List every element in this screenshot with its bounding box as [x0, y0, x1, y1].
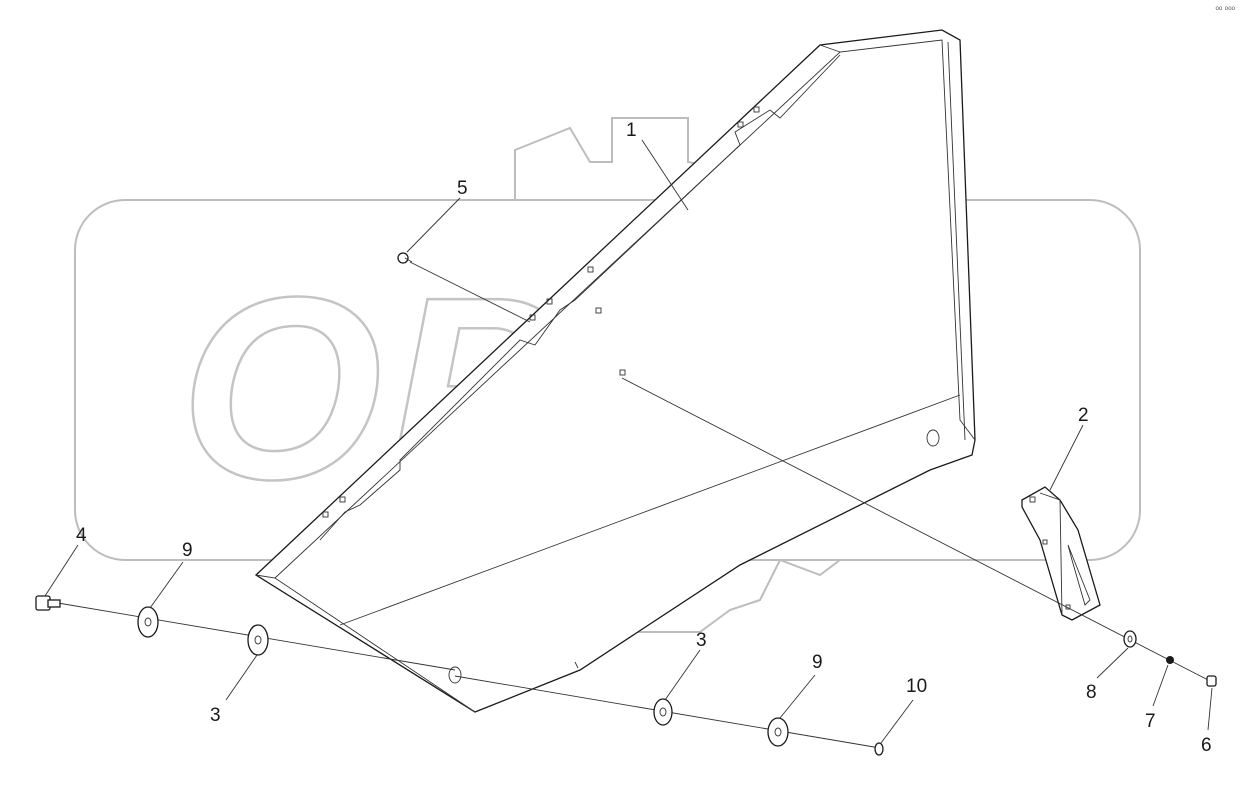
washer [247, 624, 269, 656]
callout-10: 10 [906, 676, 927, 697]
leader-5 [406, 197, 461, 253]
slot [737, 121, 744, 128]
nut [1206, 675, 1217, 687]
panel-fold-line [339, 394, 961, 626]
leader-9a [149, 561, 184, 609]
bracket-edge [1039, 492, 1063, 616]
panel-hole [926, 429, 940, 447]
callout-1: 1 [626, 120, 637, 141]
leader-lines [44, 139, 1213, 744]
part-1-panel [254, 29, 976, 713]
axis-lines [57, 261, 1213, 749]
callout-4: 4 [76, 525, 87, 546]
panel-flange-tabs [319, 54, 841, 541]
callout-labels: 1 2 3 3 4 5 6 7 8 9 9 10 [76, 120, 1212, 756]
part-4-bolt [35, 595, 61, 611]
bracket-hole [1029, 496, 1036, 503]
washer-hole [774, 727, 782, 737]
bracket-hole [1042, 539, 1048, 545]
leader-9b [779, 674, 816, 719]
washer-hole [659, 707, 667, 717]
part-7-lock-washer [1166, 656, 1174, 664]
callout-8: 8 [1086, 682, 1097, 703]
leader-7 [1152, 664, 1169, 707]
axis-line-5 [409, 261, 531, 323]
part-9-washer-left [137, 606, 159, 638]
axis-line-right [621, 377, 1213, 683]
slot [529, 314, 536, 321]
panel-hole [448, 666, 462, 684]
bolt-head [397, 252, 409, 264]
leader-3b [664, 649, 701, 701]
part-3-washer-bottom [653, 698, 673, 726]
slot [322, 511, 329, 518]
callout-3b: 3 [696, 630, 707, 651]
lock-washer [1166, 656, 1174, 664]
nut [874, 742, 884, 756]
part-5-bolt [397, 252, 413, 264]
callout-2: 2 [1078, 405, 1089, 426]
panel-inner-edge [274, 39, 976, 579]
panel-outline [254, 29, 976, 713]
leader-1 [641, 139, 689, 211]
leader-3a [225, 654, 258, 701]
callout-9b: 9 [812, 652, 823, 673]
callout-7: 7 [1145, 711, 1156, 732]
part-2-bracket [1021, 486, 1101, 621]
washer [137, 606, 159, 638]
callout-9a: 9 [182, 540, 193, 561]
washer [1123, 630, 1137, 648]
washer [653, 698, 673, 726]
leader-8 [1096, 647, 1129, 679]
panel-corner-edge [819, 44, 841, 53]
bracket-slot [1067, 544, 1091, 606]
slot [546, 298, 553, 305]
part-9-washer-bottom [767, 717, 789, 747]
corner-mark: ᵒᵒ ᵒᵒᵒ [1215, 4, 1236, 14]
bolt-shank [404, 257, 413, 263]
leader-6 [1207, 687, 1213, 731]
leader-10 [880, 699, 914, 744]
slot [595, 307, 602, 314]
leader-2 [1049, 424, 1084, 491]
part-3-washer-left [247, 624, 269, 656]
washer-hole [144, 617, 152, 627]
part-8-washer [1123, 630, 1137, 648]
part-10-nut [874, 742, 884, 756]
leader-4 [44, 544, 79, 597]
slot [753, 106, 760, 113]
part-6-nut [1206, 675, 1217, 687]
washer-hole [254, 635, 262, 645]
washer-hole [1127, 635, 1133, 643]
slot [339, 496, 346, 503]
washer [767, 717, 789, 747]
slot [619, 369, 626, 376]
callout-3a: 3 [210, 705, 221, 726]
panel-notch [574, 661, 579, 669]
panel-flange-edge [947, 41, 966, 441]
callout-6: 6 [1201, 735, 1212, 756]
bolt-shank [47, 599, 61, 608]
slot [587, 266, 594, 273]
callout-5: 5 [457, 178, 468, 199]
